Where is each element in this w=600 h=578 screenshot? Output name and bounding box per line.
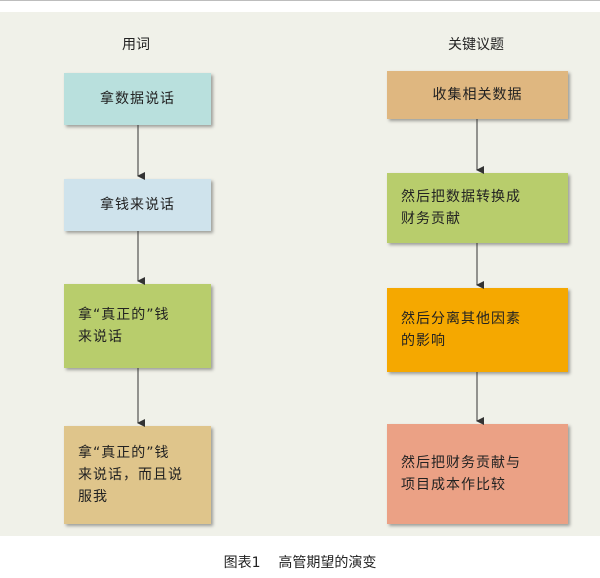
right-box-2-label: 然后把数据转换成 财务贡献: [401, 189, 521, 227]
figure-caption: 图表1 高管期望的演变: [223, 555, 377, 571]
right-box-4-label: 然后把财务贡献与 项目成本作比较: [401, 455, 521, 493]
left-box-2: 拿钱来说话: [64, 179, 211, 231]
right-box-2: 然后把数据转换成 财务贡献: [387, 173, 568, 243]
left-box-2-label: 拿钱来说话: [100, 197, 175, 213]
right-box-4: 然后把财务贡献与 项目成本作比较: [387, 424, 568, 524]
left-box-1-label: 拿数据说话: [100, 91, 175, 107]
right-box-3: 然后分离其他因素 的影响: [387, 288, 568, 372]
top-rule: [0, 0, 600, 1]
left-box-1: 拿数据说话: [64, 73, 211, 125]
left-box-3: 拿“真正的”钱 来说话: [64, 284, 211, 368]
right-box-1: 收集相关数据: [387, 71, 568, 119]
left-box-4-label: 拿“真正的”钱 来说话，而且说 服我: [78, 445, 183, 505]
left-box-3-label: 拿“真正的”钱 来说话: [78, 307, 170, 345]
right-box-1-label: 收集相关数据: [432, 87, 523, 103]
left-box-4: 拿“真正的”钱 来说话，而且说 服我: [64, 426, 211, 524]
right-column-title: 关键议题: [448, 37, 504, 53]
right-box-3-label: 然后分离其他因素 的影响: [401, 311, 521, 349]
left-column-title: 用词: [122, 37, 150, 53]
